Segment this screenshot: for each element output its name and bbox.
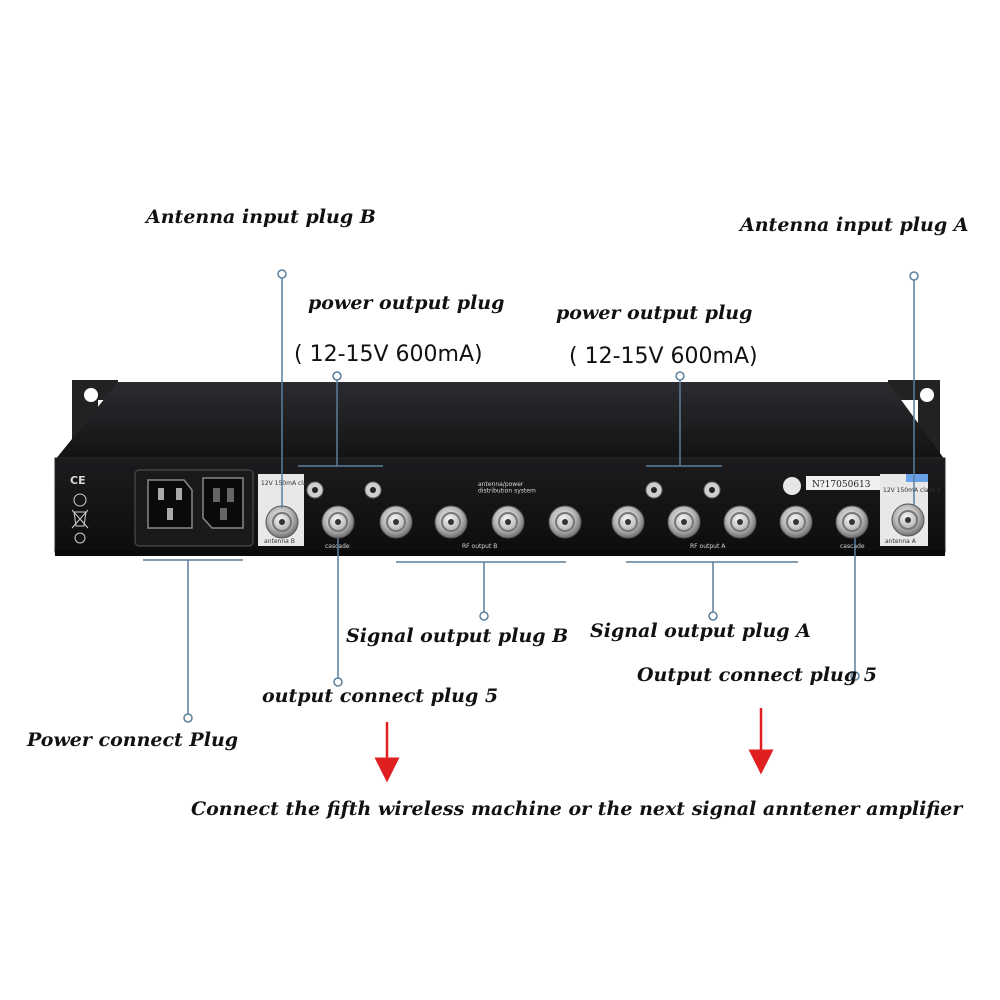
- label-power-output-a: power output plug: [556, 302, 753, 324]
- label-power-output-b-spec: ( 12-15V 600mA): [294, 342, 483, 367]
- dc-power-jacks-a: [645, 481, 721, 499]
- ce-mark: CE: [70, 474, 86, 487]
- antenna-a-dc-spec: 12V 150mA class 2: [883, 487, 941, 494]
- dot-output-connect-a: [850, 671, 860, 681]
- dot-output-connect-b: [333, 677, 343, 687]
- label-power-connect: Power connect Plug: [27, 729, 239, 751]
- qc-pass-sticker: [783, 477, 801, 495]
- bnc-rf-output-b-1: [379, 505, 413, 539]
- antenna-a-tag: antenna A: [885, 538, 917, 545]
- bnc-rf-output-a-2: [667, 505, 701, 539]
- bnc-antenna-a: [891, 503, 925, 537]
- cascade-a-tag: cascade: [840, 543, 865, 550]
- dot-antenna-b: [277, 269, 287, 279]
- bnc-rf-output-b-2: [434, 505, 468, 539]
- cert-mark-ul: [73, 493, 87, 507]
- cert-mark-round: [74, 532, 86, 544]
- bnc-rf-output-b-3: [491, 505, 525, 539]
- chassis-top: [55, 382, 945, 460]
- red-arrows: [374, 708, 774, 783]
- label-power-output-a-spec: ( 12-15V 600mA): [569, 344, 758, 369]
- weee-bin-icon: [71, 509, 89, 529]
- bnc-rf-output-b-4: [548, 505, 582, 539]
- ac-outlet-socket: [202, 477, 244, 529]
- bnc-rf-output-a-4: [779, 505, 813, 539]
- serial-sticker: [806, 476, 880, 490]
- footer-instruction: Connect the fifth wireless machine or th…: [191, 798, 963, 820]
- bnc-rf-output-a-3: [723, 505, 757, 539]
- rack-unit: CE 12V 150mA class 2 antenna B 12V 150mA…: [54, 380, 946, 556]
- rack-ear-hole-right: [920, 388, 934, 402]
- label-signal-output-b: Signal output plug B: [346, 625, 569, 647]
- dc-power-jacks-b: [306, 481, 382, 499]
- rf-output-b-tag: RF output B: [462, 543, 497, 550]
- dot-antenna-a: [909, 271, 919, 281]
- serial-number: N?17050613: [812, 480, 871, 490]
- dot-power-out-a: [675, 371, 685, 381]
- dot-power-out-b: [332, 371, 342, 381]
- panel-bottom-lip: [55, 550, 945, 556]
- bnc-cascade-a: [835, 505, 869, 539]
- label-output-connect-b: output connect plug 5: [262, 685, 499, 707]
- antenna-b-dc-spec: 12V 150mA class 2: [261, 480, 319, 487]
- ac-inlet-socket: [147, 479, 193, 529]
- label-antenna-input-a: Antenna input plug A: [740, 214, 969, 236]
- bnc-cascade-b: [321, 505, 355, 539]
- dot-signal-out-b: [479, 611, 489, 621]
- rack-ear-hole-left: [84, 388, 98, 402]
- leader-lines: [143, 269, 919, 723]
- label-power-output-b: power output plug: [308, 292, 505, 314]
- antenna-a-sticker: [906, 474, 928, 482]
- antenna-b-tag: antenna B: [264, 538, 295, 545]
- rf-output-a-tag: RF output A: [690, 543, 726, 550]
- bnc-antenna-b: [265, 505, 299, 539]
- bnc-rf-output-a-1: [611, 505, 645, 539]
- label-antenna-input-b: Antenna input plug B: [146, 206, 376, 228]
- dot-signal-out-a: [708, 611, 718, 621]
- label-signal-output-a: Signal output plug A: [590, 620, 811, 642]
- label-output-connect-a: Output connect plug 5: [637, 664, 877, 686]
- dot-power-connect: [183, 713, 193, 723]
